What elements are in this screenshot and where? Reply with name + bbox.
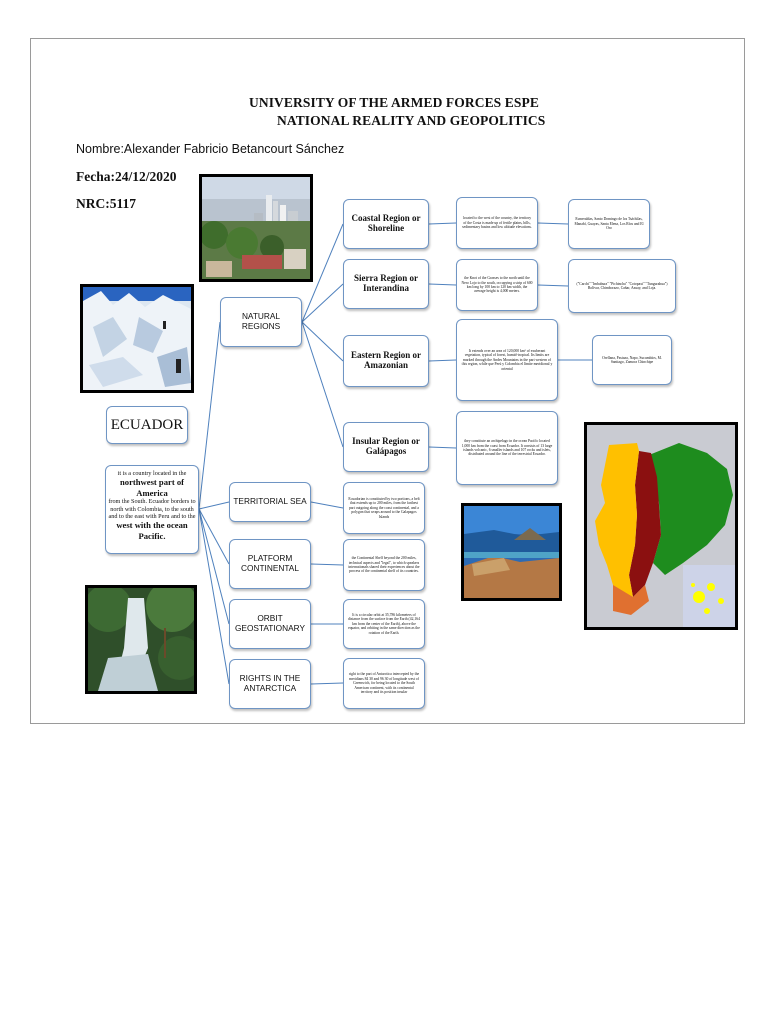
- platform-continental-detail: the Continental Shelf beyond the 200 mil…: [343, 539, 425, 591]
- sierra-provinces: ("Carchi" "Imbabura" "Pichincha" "Cotopa…: [568, 259, 676, 313]
- region-coastal: Coastal Region or Shoreline: [343, 199, 429, 249]
- map-galapagos-islands: [691, 583, 724, 614]
- connector-line: [198, 321, 221, 510]
- waterfall-photo: [85, 585, 197, 694]
- root-desc-a: it is a country located in the: [117, 470, 187, 477]
- connector-line: [198, 501, 230, 510]
- root-title: ECUADOR: [110, 416, 184, 433]
- connector-line: [537, 222, 569, 225]
- branch-territorial-sea: TERRITORIAL SEA: [229, 482, 311, 522]
- coastal-description: located to the west of the country, the …: [456, 197, 538, 249]
- connector-line: [310, 563, 344, 566]
- region-sierra: Sierra Region or Interandina: [343, 259, 429, 309]
- map-amazon-region: [649, 443, 733, 575]
- connector-line: [428, 283, 457, 286]
- map-galapagos-inset: [683, 565, 735, 627]
- connector-line: [301, 283, 344, 323]
- title-line-2: NATIONAL REALITY AND GEOPOLITICS: [277, 113, 546, 128]
- region-insular: Insular Region or Galápagos: [343, 422, 429, 472]
- eastern-provinces: Orellana, Pastaza, Napo, Sucumbíos, M. S…: [592, 335, 672, 385]
- root-node-ecuador: ECUADOR: [106, 406, 188, 444]
- branch-orbit-geostationary: ORBIT GEOSTATIONARY: [229, 599, 311, 649]
- connector-line: [198, 508, 230, 685]
- connector-line: [428, 446, 457, 449]
- galapagos-photo: [461, 503, 562, 601]
- connector-line: [310, 682, 344, 685]
- territorial-sea-detail: Ecuadorian is constituted by two portion…: [343, 482, 425, 534]
- eastern-description: It extends over an area of 120,000 km² o…: [456, 319, 558, 401]
- root-desc-c: from the South. Ecuador borders to north…: [108, 498, 196, 520]
- root-description: it is a country located in the northwest…: [105, 465, 199, 554]
- map-coast-region: [595, 443, 639, 601]
- connector-line: [428, 222, 457, 225]
- branch-platform-continental: PLATFORM CONTINENTAL: [229, 539, 311, 589]
- connector-line: [537, 284, 569, 287]
- connector-line: [198, 508, 230, 625]
- glacier-photo: [80, 284, 194, 393]
- student-name: Nombre:Alexander Fabricio Betancourt Sán…: [76, 142, 345, 156]
- nrc-label: NRC:5117: [76, 196, 136, 211]
- connector-line: [301, 321, 344, 362]
- root-desc-d: west with the ocean Pacific.: [116, 520, 188, 541]
- map-south-region: [613, 585, 649, 615]
- connector-line: [428, 359, 457, 362]
- date-label: Fecha:24/12/2020: [76, 169, 177, 184]
- rights-antarctica-detail: right to the part of Antarctica intercep…: [343, 658, 425, 709]
- sierra-description: the Knot of the Grasses to the north unt…: [456, 259, 538, 311]
- connector-line: [301, 223, 344, 323]
- region-eastern: Eastern Region or Amazonian: [343, 335, 429, 387]
- connector-line: [310, 501, 344, 509]
- map-sierra-region: [629, 451, 661, 597]
- title-line-1: UNIVERSITY OF THE ARMED FORCES ESPE: [249, 95, 539, 110]
- mind-map-slide: UNIVERSITY OF THE ARMED FORCES ESPE NATI…: [30, 38, 745, 724]
- coastal-provinces: Esmeraldas, Santo Domingo de los Tsáchil…: [568, 199, 650, 249]
- connector-line: [301, 321, 344, 448]
- orbit-geostationary-detail: It is a circular orbit at 35,786 kilomet…: [343, 599, 425, 649]
- ecuador-regions-map: [584, 422, 738, 630]
- insular-description: they constitute an archipelago in the oc…: [456, 411, 558, 485]
- branch-rights-antarctica: RIGHTS IN THE ANTARCTICA: [229, 659, 311, 709]
- root-desc-b: northwest part of America: [120, 477, 184, 498]
- connector-line: [198, 508, 230, 565]
- branch-natural-regions: NATURAL REGIONS: [220, 297, 302, 347]
- connector-lines: [198, 222, 592, 685]
- city-photo: [199, 174, 313, 282]
